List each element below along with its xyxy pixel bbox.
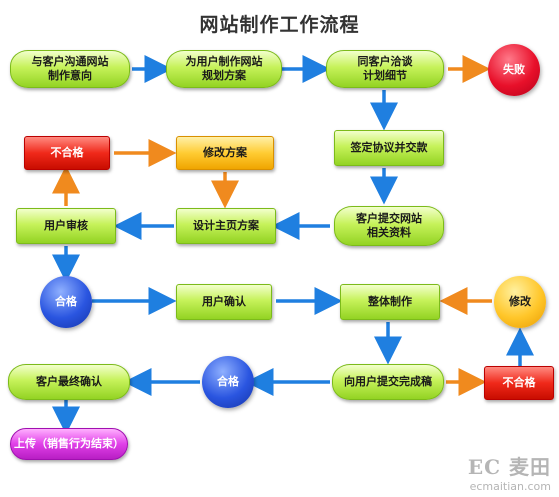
node-reject-1: 不合格: [24, 136, 110, 170]
node-submit-final-draft: 向用户提交完成稿: [332, 364, 444, 400]
watermark: EC 麦田 ecmaitian.com: [468, 451, 551, 493]
node-modify: 修改: [494, 276, 546, 328]
node-discuss-intent: 与客户沟通网站 制作意向: [10, 50, 130, 88]
node-user-review: 用户审核: [16, 208, 116, 244]
node-revise-plan: 修改方案: [176, 136, 274, 170]
node-fail: 失败: [488, 44, 540, 96]
node-plan-proposal: 为用户制作网站 规划方案: [166, 50, 282, 88]
node-pass-1: 合格: [40, 276, 92, 328]
node-upload-end: 上传（销售行为结束）: [10, 428, 128, 460]
node-full-production: 整体制作: [340, 284, 440, 320]
watermark-logo: EC 麦田: [467, 455, 551, 479]
node-submit-materials: 客户提交网站 相关资料: [334, 206, 444, 246]
node-user-confirm: 用户确认: [176, 284, 272, 320]
node-reject-2: 不合格: [484, 366, 554, 400]
node-customer-final-confirm: 客户最终确认: [8, 364, 130, 400]
node-sign-agreement: 签定协议并交款: [334, 130, 444, 166]
diagram-title: 网站制作工作流程: [199, 14, 360, 36]
node-design-homepage: 设计主页方案: [176, 208, 276, 244]
node-negotiate-details: 同客户洽谈 计划细节: [326, 50, 444, 88]
watermark-url: ecmaitian.com: [469, 480, 551, 493]
node-pass-2: 合格: [202, 356, 254, 408]
